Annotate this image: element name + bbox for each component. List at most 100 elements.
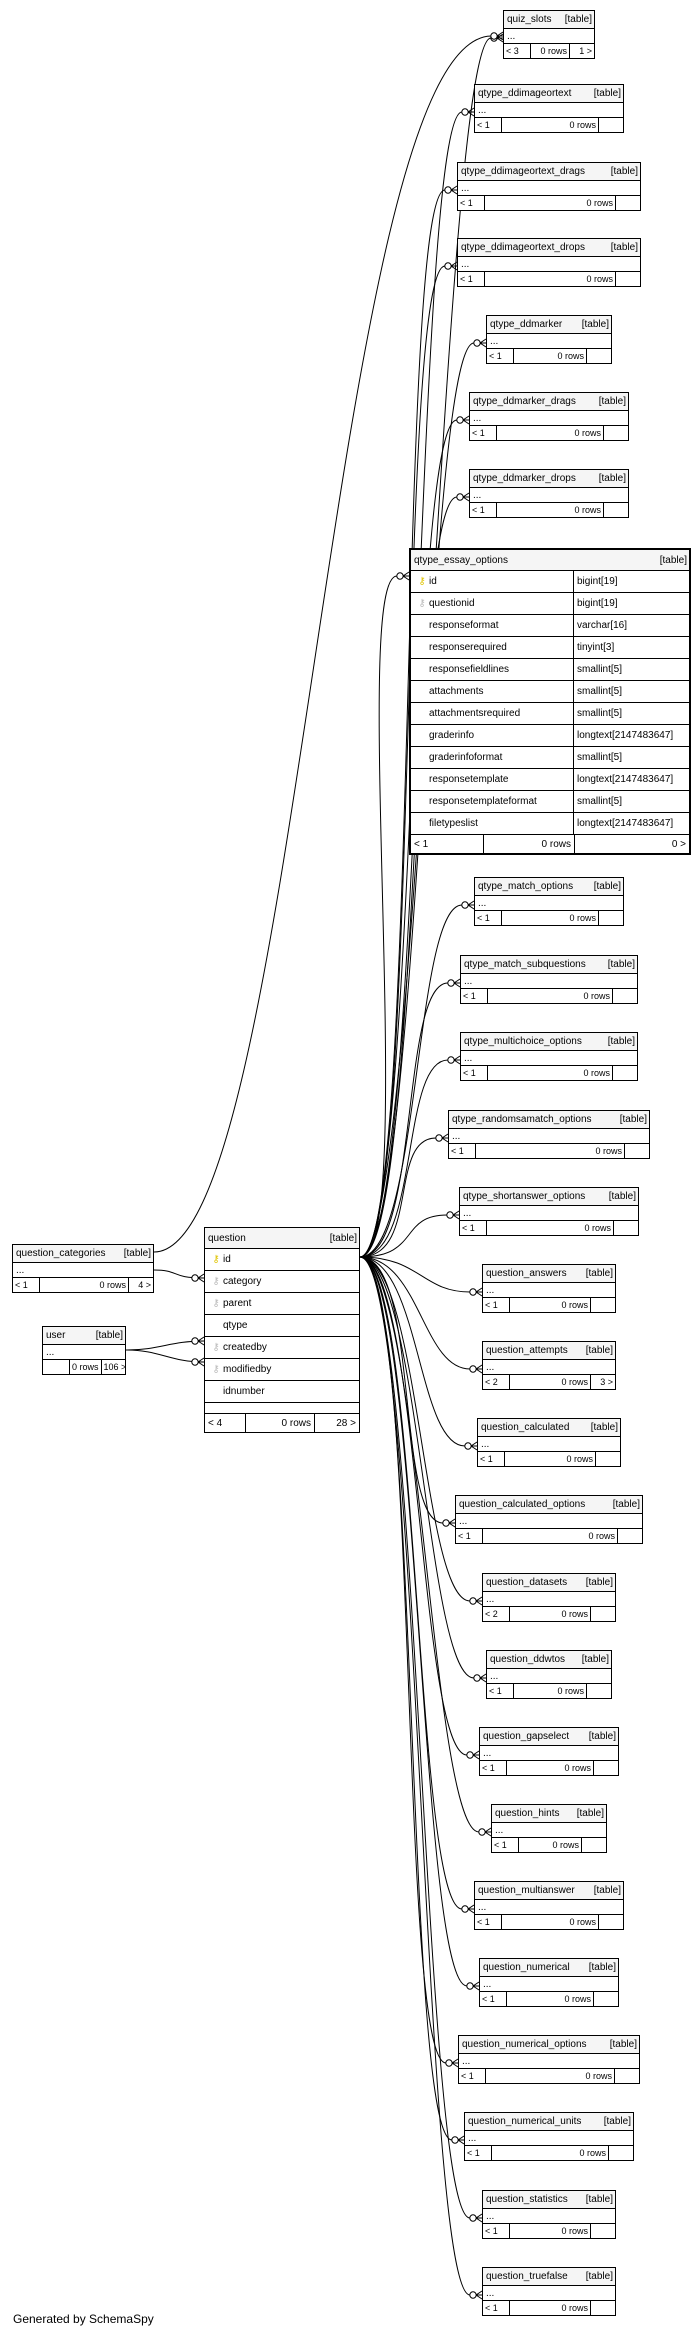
parents-count[interactable]: < 1: [13, 1278, 40, 1292]
children-count[interactable]: [613, 989, 637, 1003]
children-count[interactable]: [594, 1992, 618, 2006]
children-count[interactable]: [587, 1684, 611, 1698]
children-count[interactable]: 4 >: [138, 1280, 151, 1290]
parents-count[interactable]: < 2: [483, 1607, 510, 1621]
parents-count[interactable]: < 1: [487, 1684, 514, 1698]
children-count[interactable]: 3 >: [600, 1377, 613, 1387]
parents-count[interactable]: < 1: [480, 1761, 507, 1775]
table-tag: [table]: [659, 554, 687, 566]
children-count[interactable]: [615, 2069, 639, 2083]
children-count[interactable]: [618, 1529, 642, 1543]
children-count[interactable]: [599, 118, 623, 132]
children-count[interactable]: [599, 911, 623, 925]
parents-count[interactable]: < 1: [483, 2301, 510, 2315]
parents-count[interactable]: < 1: [460, 1221, 487, 1235]
table-name: qtype_match_subquestions: [464, 959, 586, 970]
parents-count[interactable]: < 1: [465, 2146, 492, 2160]
children-count[interactable]: 1 >: [579, 46, 592, 56]
parents-count[interactable]: < 1: [456, 1529, 483, 1543]
parents-count[interactable]: < 1: [458, 272, 485, 286]
parents-count[interactable]: < 1: [487, 349, 514, 363]
table-qtype-randomsamatch-options[interactable]: qtype_randomsamatch_options[table]...< 1…: [448, 1110, 650, 1159]
row-count: 0 rows: [502, 118, 599, 132]
parents-count[interactable]: < 1: [470, 426, 497, 440]
parents-count[interactable]: < 1: [459, 2069, 486, 2083]
children-count[interactable]: 28 >: [336, 1417, 356, 1429]
children-count[interactable]: [609, 2146, 633, 2160]
children-count[interactable]: [591, 1607, 615, 1621]
children-count[interactable]: [614, 1221, 638, 1235]
children-count[interactable]: 106 >: [103, 1362, 127, 1372]
parents-count[interactable]: < 2: [483, 1375, 510, 1389]
children-count[interactable]: 0 >: [671, 838, 686, 850]
table-question-calculated-options[interactable]: question_calculated_options[table]...< 1…: [455, 1495, 643, 1544]
children-count[interactable]: [591, 1298, 615, 1312]
children-count[interactable]: [613, 1066, 637, 1080]
children-count[interactable]: [587, 349, 611, 363]
parents-count[interactable]: < 1: [492, 1838, 519, 1852]
parents-count[interactable]: < 3: [504, 44, 531, 58]
parents-count[interactable]: < 1: [475, 911, 502, 925]
children-count[interactable]: [599, 1915, 623, 1929]
table-tag: [table]: [585, 1345, 613, 1356]
parents-count[interactable]: < 1: [483, 2224, 510, 2238]
parents-count[interactable]: < 1: [478, 1452, 505, 1466]
parents-count[interactable]: [43, 1360, 70, 1374]
relationship-line: [359, 1256, 455, 1524]
children-count[interactable]: [582, 1838, 606, 1852]
children-count[interactable]: [591, 2301, 615, 2315]
children-count[interactable]: [625, 1144, 649, 1158]
children-count[interactable]: [591, 2224, 615, 2238]
parents-count[interactable]: < 1: [475, 118, 502, 132]
children-count[interactable]: [604, 426, 628, 440]
parents-count[interactable]: < 1: [458, 196, 485, 210]
parents-count[interactable]: < 1: [475, 1915, 502, 1929]
children-count[interactable]: [604, 503, 628, 517]
parents-count[interactable]: < 1: [461, 1066, 488, 1080]
row-count: 0 rows: [531, 44, 570, 58]
children-count[interactable]: [594, 1761, 618, 1775]
parents-count[interactable]: < 1: [449, 1144, 476, 1158]
row-count: 0 rows: [510, 1607, 591, 1621]
column-name: questionid: [429, 598, 475, 609]
parents-count[interactable]: < 4: [205, 1414, 246, 1432]
parents-count[interactable]: < 1: [480, 1992, 507, 2006]
row-count: 0 rows: [487, 1221, 614, 1235]
children-count[interactable]: [616, 196, 640, 210]
children-count[interactable]: [616, 272, 640, 286]
parents-count[interactable]: < 1: [483, 1298, 510, 1312]
parents-count[interactable]: < 1: [461, 989, 488, 1003]
parents-count[interactable]: < 1: [470, 503, 497, 517]
parents-count[interactable]: < 1: [411, 835, 484, 853]
children-count[interactable]: [596, 1452, 620, 1466]
